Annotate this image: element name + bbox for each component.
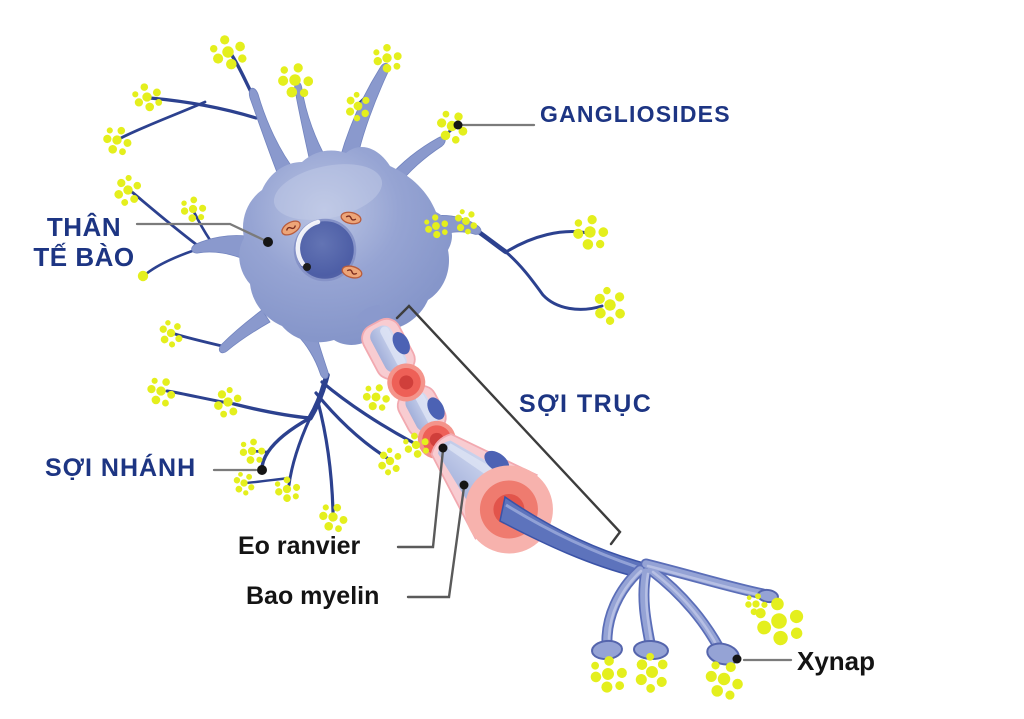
label-node-of-ranvier: Eo ranvier <box>238 532 361 560</box>
pointer-dot <box>453 120 463 130</box>
pointer-dot <box>263 237 273 247</box>
label-axon: SỢI TRỤC <box>519 390 653 418</box>
vesicle-clusters <box>96 35 808 707</box>
label-synapse: Xynap <box>797 646 876 676</box>
dendrite-branches <box>119 52 604 514</box>
label-cell-body-line1: THÂN <box>46 212 122 242</box>
pointer-dot <box>459 480 469 490</box>
nucleus-highlight <box>295 219 321 267</box>
label-cell-body: THÂN TẾ BÀO <box>18 212 150 272</box>
label-cell-body-line2: TẾ BÀO <box>33 242 135 272</box>
label-myelin-sheath: Bao myelin <box>246 582 380 610</box>
leader-myelin-sheath <box>406 485 466 599</box>
synapse-bulb <box>706 642 740 666</box>
pointer-dot <box>732 654 742 664</box>
node-of-ranvier-ring <box>387 363 426 402</box>
nucleus <box>293 218 357 282</box>
axon-bracket <box>395 304 622 546</box>
organelles <box>281 211 363 279</box>
leader-lines <box>135 120 793 664</box>
leader-cell-body <box>135 222 268 243</box>
schwann-nucleus <box>392 332 410 355</box>
label-gangliosides: GANGLIOSIDES <box>540 101 731 127</box>
leader-node-of-ranvier <box>396 448 445 549</box>
schwann-nucleus <box>427 397 445 420</box>
label-dendrites: SỢI NHÁNH <box>45 454 197 482</box>
synapse-terminals <box>591 558 779 666</box>
pointer-dot <box>438 443 448 453</box>
pointer-dot <box>257 465 267 475</box>
